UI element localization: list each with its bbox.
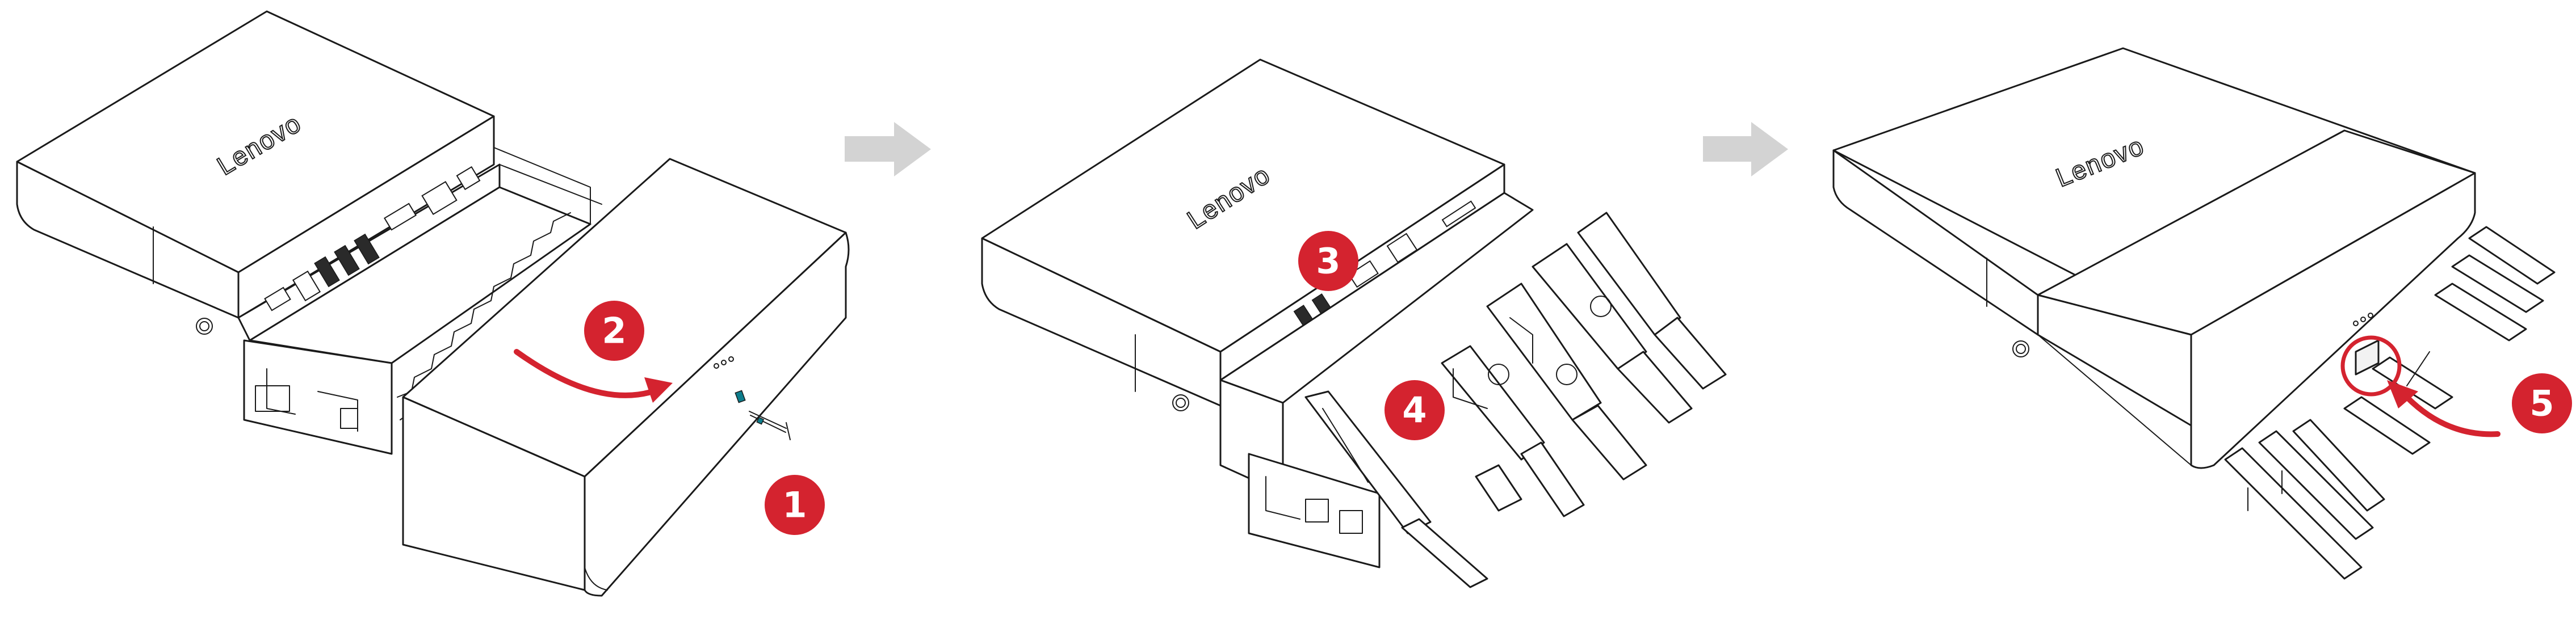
flow-arrow-1 <box>845 122 931 176</box>
panel-2-cable-connection: Lenovo <box>981 58 1727 588</box>
lock-highlight-ring <box>2340 335 2402 397</box>
step-badge-3: 3 <box>1298 231 1358 291</box>
cover-screw <box>735 390 791 440</box>
step-badge-4: 4 <box>1385 380 1445 440</box>
lower-tray-2 <box>1219 192 1534 568</box>
rear-cables-3 <box>2224 226 2556 580</box>
step-badge-5: 5 <box>2512 373 2572 433</box>
lock-arrow-step-5 <box>2387 380 2501 437</box>
step-number-3: 3 <box>1316 241 1340 282</box>
slide-arrow-step-2 <box>514 349 673 403</box>
step-badge-1: 1 <box>765 475 825 535</box>
connected-cables <box>1304 212 1727 588</box>
security-lock-slot <box>2340 335 2402 397</box>
step-badge-2: 2 <box>584 301 644 361</box>
open-chassis-tray-1 <box>243 147 602 455</box>
step-number-5: 5 <box>2529 383 2554 424</box>
panel-1-open-device: Lenovo <box>16 10 850 597</box>
base-unit-1: Lenovo <box>16 10 495 335</box>
panel-3-closed-device: Lenovo <box>1832 47 2572 580</box>
step-number-2: 2 <box>602 310 626 352</box>
base-unit-3: Lenovo <box>1832 47 2476 469</box>
step-number-1: 1 <box>782 484 807 526</box>
base-unit-2: Lenovo <box>981 58 1505 411</box>
step-number-4: 4 <box>1402 390 1427 431</box>
flow-arrow-2 <box>1703 122 1788 176</box>
